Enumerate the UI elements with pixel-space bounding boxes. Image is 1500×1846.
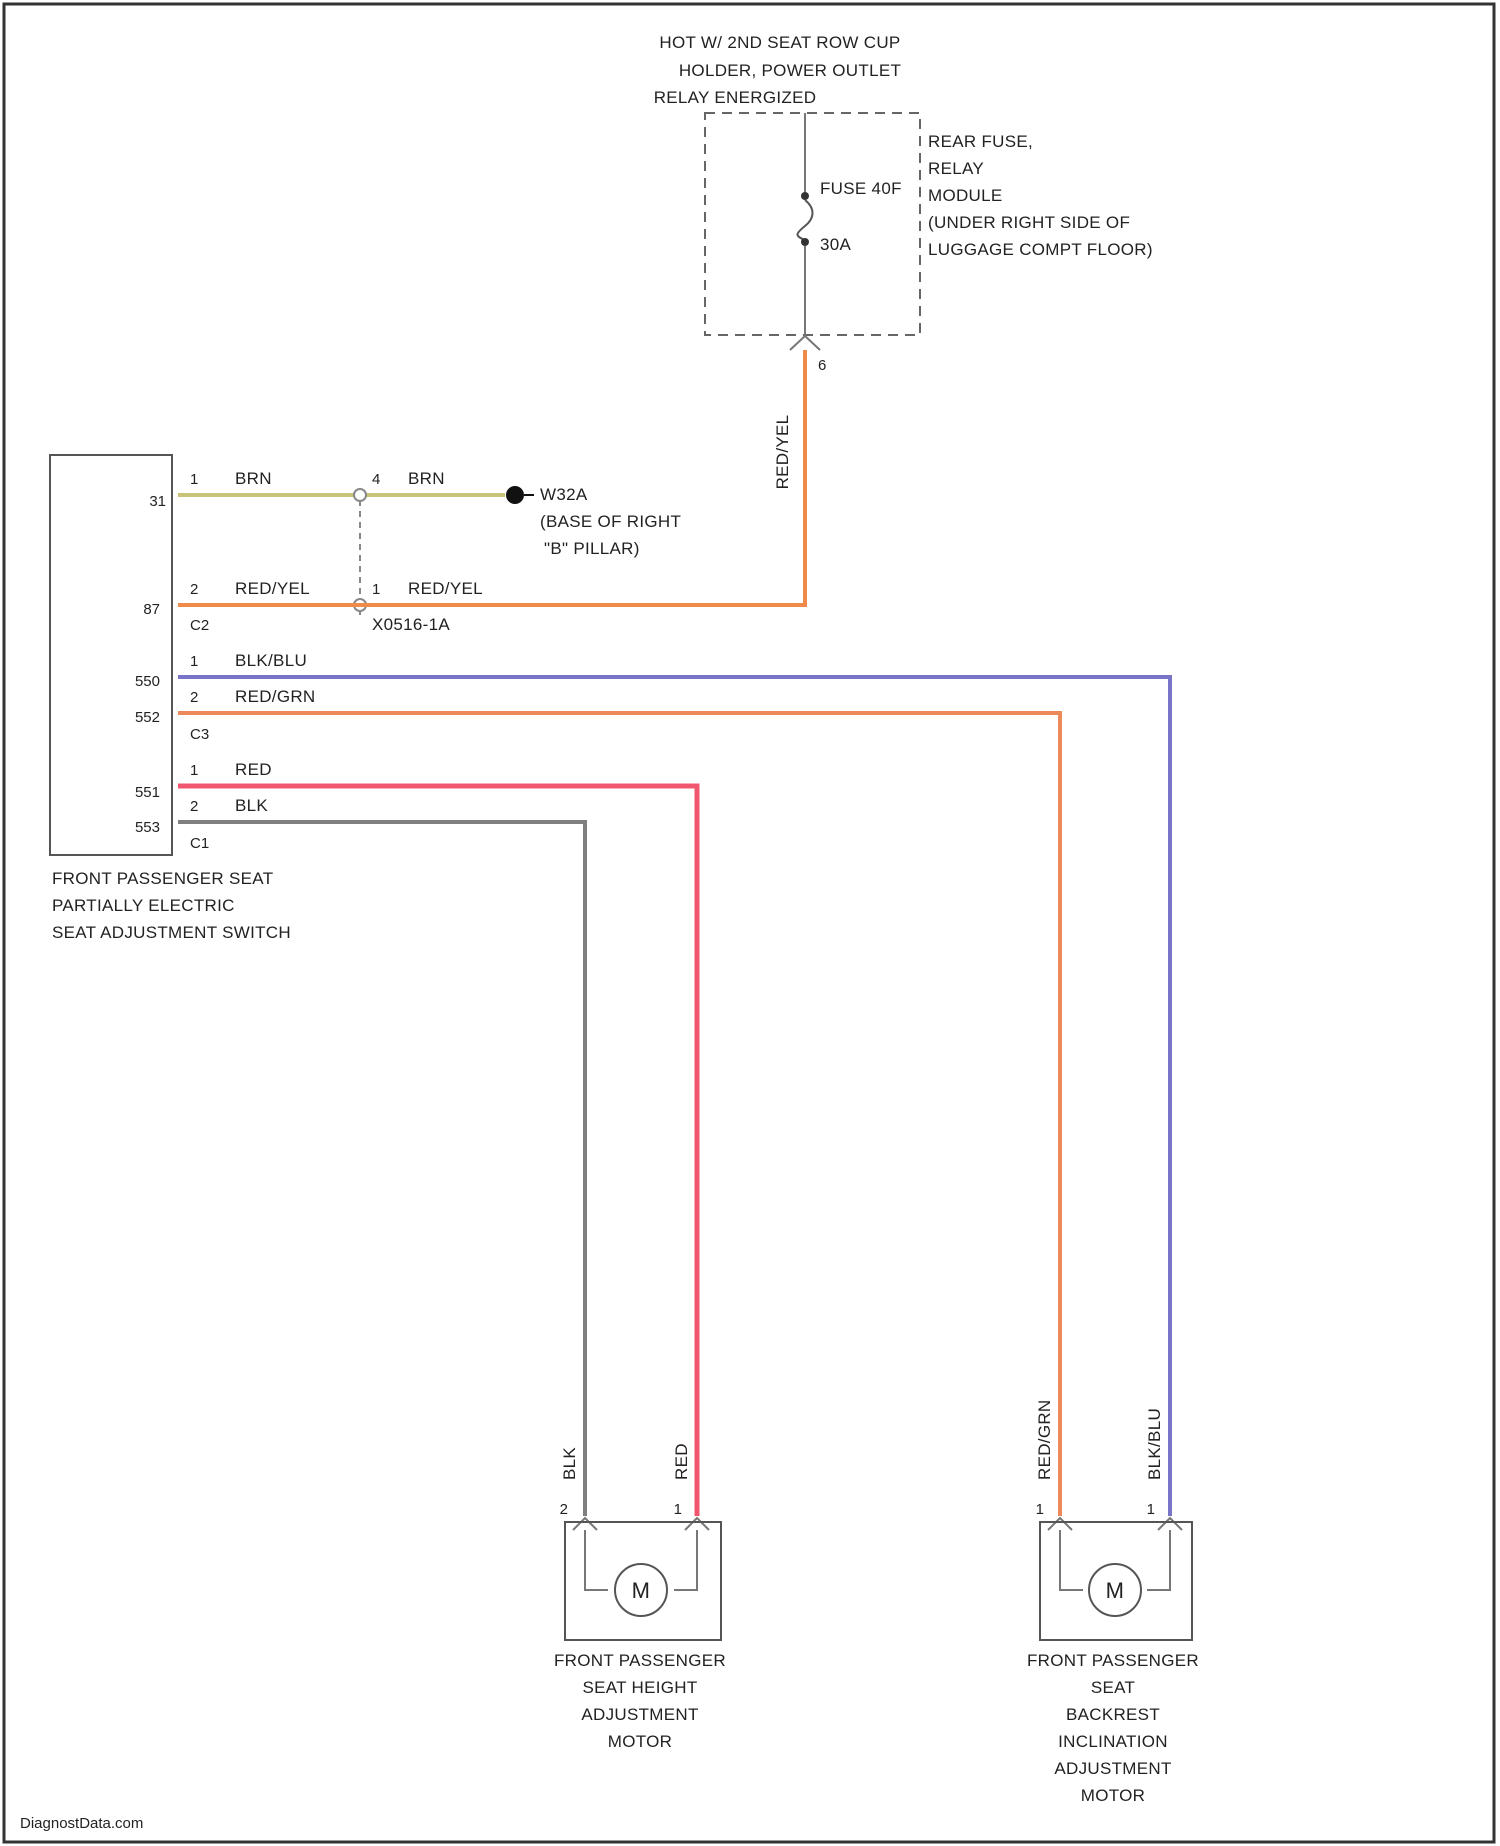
ground-desc-line-1: (BASE OF RIGHT [540, 512, 681, 531]
module-label-line-2: RELAY [928, 159, 984, 178]
backrest-motor-pin-left: 1 [1036, 1501, 1044, 1518]
fuse-rating: 30A [820, 235, 852, 254]
height-motor-label-line-1: FRONT PASSENGER [554, 1651, 726, 1670]
wire-brn-pin-1: 1 [190, 471, 198, 488]
wire-red-grn-pin: 2 [190, 689, 198, 706]
wire-red-yel-pin-2: 2 [190, 581, 198, 598]
switch-pin-552: 552 [135, 709, 160, 726]
fuse-pin: 6 [818, 357, 826, 374]
relay-title-line-1: HOT W/ 2ND SEAT ROW CUP [659, 33, 900, 52]
switch-label-line-3: SEAT ADJUSTMENT SWITCH [52, 923, 291, 942]
height-motor-connector-left [573, 1518, 597, 1530]
switch-label-line-2: PARTIALLY ELECTRIC [52, 896, 235, 915]
wire-blk: 2 BLK [178, 796, 585, 1516]
ground-icon [506, 486, 524, 504]
wire-red-yel-label-1: RED/YEL [408, 579, 483, 598]
fuse-terminal-bottom [801, 238, 809, 246]
wire-red-grn: 2 RED/GRN [178, 687, 1060, 1516]
switch-pin-550: 550 [135, 673, 160, 690]
wire-red-line [178, 786, 697, 1516]
wire-red-pin: 1 [190, 762, 198, 779]
switch-pin-31: 31 [149, 493, 166, 510]
wire-blk-label: BLK [235, 796, 268, 815]
height-motor-wire-right-label: RED [672, 1443, 691, 1480]
module-dashed-box [705, 113, 920, 335]
backrest-motor-pin-right: 1 [1147, 1501, 1155, 1518]
wire-red-grn-label: RED/GRN [235, 687, 316, 706]
fuse-connector-icon [790, 336, 820, 350]
backrest-motor-wire-right-label: BLK/BLU [1145, 1408, 1164, 1480]
module-label-line-3: MODULE [928, 186, 1003, 205]
backrest-motor-label-line-3: BACKREST [1066, 1705, 1160, 1724]
wire-red-yel-label-2: RED/YEL [235, 579, 310, 598]
wire-blk-blu-pin: 1 [190, 653, 198, 670]
backrest-motor-label-line-2: SEAT [1091, 1678, 1135, 1697]
height-motor-label-line-3: ADJUSTMENT [581, 1705, 698, 1724]
height-motor-label-line-2: SEAT HEIGHT [582, 1678, 697, 1697]
wire-red-yel-vertical-label: RED/YEL [773, 415, 792, 490]
backrest-motor: RED/GRN BLK/BLU 1 1 M FRONT PASSENGER SE… [1027, 1400, 1199, 1806]
height-motor-symbol: M [632, 1578, 651, 1603]
watermark: DiagnostData.com [20, 1815, 143, 1832]
backrest-motor-label-line-5: ADJUSTMENT [1054, 1759, 1171, 1778]
backrest-motor-symbol: M [1106, 1578, 1125, 1603]
backrest-motor-label-line-4: INCLINATION [1058, 1732, 1168, 1751]
switch-label-line-1: FRONT PASSENGER SEAT [52, 869, 273, 888]
wire-red-yel: 2 RED/YEL 1 RED/YEL RED/YEL [178, 350, 805, 605]
seat-height-motor: BLK RED 2 1 M FRONT PASSENGER SEAT HEIGH… [554, 1443, 726, 1751]
wire-brn-label-4: BRN [408, 469, 445, 488]
wire-blk-blu-label: BLK/BLU [235, 651, 307, 670]
height-motor-connector-right [685, 1518, 709, 1530]
backrest-motor-lead-left [1060, 1530, 1083, 1590]
module-label-line-1: REAR FUSE, [928, 132, 1033, 151]
wire-blk-blu: 1 BLK/BLU [178, 651, 1170, 1516]
fuse-icon [798, 200, 813, 240]
module-label-line-5: LUGGAGE COMPT FLOOR) [928, 240, 1153, 259]
fuse-name: FUSE 40F [820, 179, 902, 198]
wire-red-label: RED [235, 760, 272, 779]
splice-connector: X0516-1A [354, 489, 450, 634]
backrest-motor-lead-right [1147, 1530, 1170, 1590]
height-motor-pin-right: 1 [674, 1501, 682, 1518]
relay-title-line-3: RELAY ENERGIZED [654, 88, 817, 107]
connector-c1: C1 [190, 835, 209, 852]
backrest-motor-connector-left [1048, 1518, 1072, 1530]
wire-red-yel-line [178, 350, 805, 605]
rear-fuse-relay-module: HOT W/ 2ND SEAT ROW CUP HOLDER, POWER OU… [654, 33, 1153, 374]
splice-label: X0516-1A [372, 615, 450, 634]
ground-desc-line-2: "B" PILLAR) [544, 539, 640, 558]
switch-pin-553: 553 [135, 819, 160, 836]
module-label-line-4: (UNDER RIGHT SIDE OF [928, 213, 1130, 232]
switch-pin-551: 551 [135, 784, 160, 801]
height-motor-pin-left: 2 [560, 1501, 568, 1518]
connector-c2: C2 [190, 617, 209, 634]
wire-blk-pin: 2 [190, 798, 198, 815]
wire-red-yel-pin-1: 1 [372, 581, 380, 598]
backrest-motor-label-line-6: MOTOR [1081, 1786, 1145, 1805]
connector-c3: C3 [190, 726, 209, 743]
relay-title-line-2: HOLDER, POWER OUTLET [679, 61, 901, 80]
wire-brn-pin-4: 4 [372, 471, 380, 488]
backrest-motor-wire-left-label: RED/GRN [1035, 1400, 1054, 1481]
switch-pin-87: 87 [143, 601, 160, 618]
wire-brn: 1 BRN 4 BRN [178, 469, 505, 495]
height-motor-label-line-4: MOTOR [608, 1732, 672, 1751]
wire-brn-label-1: BRN [235, 469, 272, 488]
height-motor-wire-left-label: BLK [560, 1447, 579, 1480]
splice-node-brn [354, 489, 366, 501]
height-motor-lead-right [674, 1530, 697, 1590]
ground-w32a: W32A (BASE OF RIGHT "B" PILLAR) [506, 485, 681, 558]
backrest-motor-connector-right [1158, 1518, 1182, 1530]
wire-blk-blu-line [178, 677, 1170, 1516]
wire-red-grn-line [178, 713, 1060, 1516]
backrest-motor-label-line-1: FRONT PASSENGER [1027, 1651, 1199, 1670]
fuse-terminal-top [801, 192, 809, 200]
height-motor-lead-left [585, 1530, 608, 1590]
ground-name: W32A [540, 485, 588, 504]
